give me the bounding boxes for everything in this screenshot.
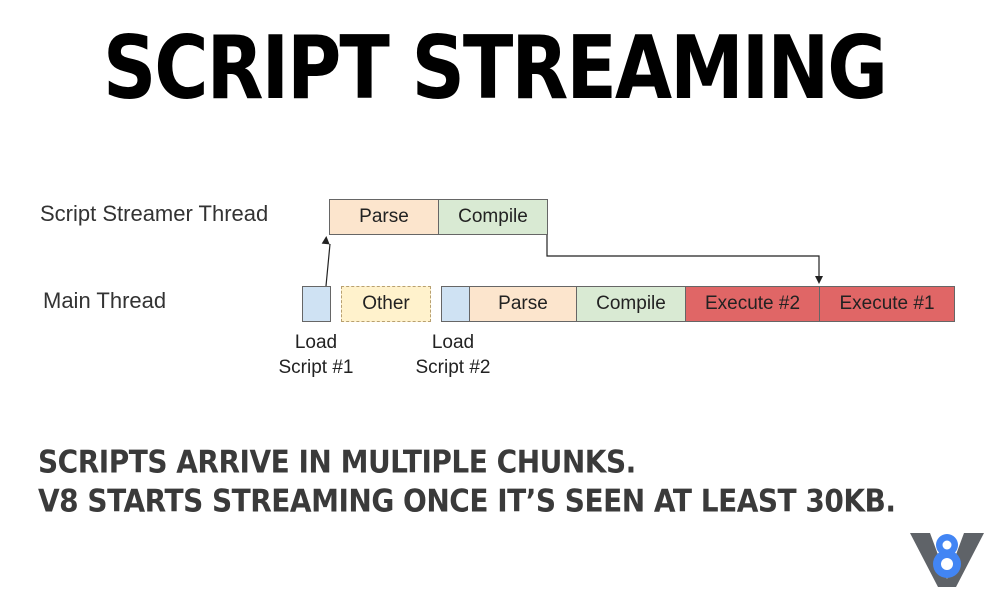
load-script-1-line1: Load xyxy=(294,332,338,353)
footer-line-2: V8 STARTS STREAMING ONCE IT’S SEEN AT LE… xyxy=(38,483,896,520)
execute-2-box: Execute #2 xyxy=(685,286,820,322)
load-script-1-label: Load Script #1 xyxy=(270,330,362,380)
main-compile-box: Compile xyxy=(576,286,686,322)
load-script-1-line2: Script #1 xyxy=(278,357,354,378)
other-box: Other xyxy=(341,286,431,322)
streamer-compile-box: Compile xyxy=(438,199,548,235)
row-label-main: Main Thread xyxy=(43,288,167,313)
load-script-2-line2: Script #2 xyxy=(415,357,491,378)
arrow-to-execute-head xyxy=(815,276,823,284)
arrow-to-execute xyxy=(546,235,820,276)
page-title: SCRIPT STREAMING xyxy=(102,18,888,120)
v8-logo-icon xyxy=(910,533,984,587)
footer-line-1: SCRIPTS ARRIVE IN MULTIPLE CHUNKS. xyxy=(38,444,636,481)
load-script-2-line1: Load xyxy=(431,332,475,353)
arrow-to-streamer-head xyxy=(321,236,330,245)
arrow-to-streamer xyxy=(325,243,331,287)
row-label-streamer: Script Streamer Thread xyxy=(40,201,269,226)
load-script-2-label: Load Script #2 xyxy=(407,330,499,380)
execute-1-box: Execute #1 xyxy=(819,286,955,322)
load-script-1-box xyxy=(302,286,331,322)
main-parse-box: Parse xyxy=(469,286,577,322)
